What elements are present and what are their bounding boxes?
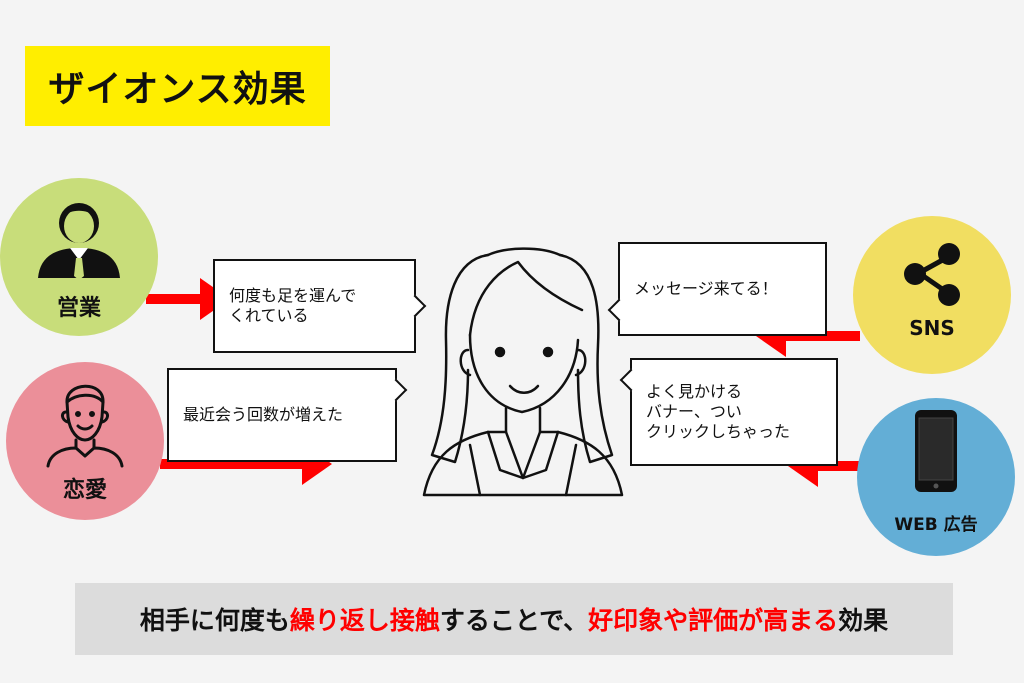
smartphone-icon <box>915 410 957 492</box>
summary-highlight-repeated-contact: 繰り返し接触 <box>289 606 440 635</box>
woman-icon <box>422 247 624 497</box>
romance-circle: 恋愛 <box>6 362 164 520</box>
bubble-sales-line2: くれている <box>229 306 309 325</box>
speech-bubble-sns: メッセージ来てる！ <box>607 242 827 336</box>
romance-label: 恋愛 <box>62 478 107 503</box>
summary-box: 相手に何度も繰り返し接触することで、好印象や評価が高まる効果 <box>75 583 953 655</box>
summary-highlight-impression: 好印象や評価が高まる <box>588 606 839 635</box>
bubble-sales-line1: 何度も足を運んで <box>229 286 357 305</box>
web-circle: WEB 広告 <box>857 398 1015 556</box>
sns-circle: SNS <box>853 216 1011 374</box>
sales-circle: 営業 <box>0 178 158 336</box>
speech-bubble-sales: 何度も足を運んで くれている <box>213 259 427 353</box>
web-label: WEB 広告 <box>894 515 978 535</box>
title-box: ザイオンス効果 <box>25 46 330 126</box>
bubble-web-line1: よく見かける <box>646 382 743 401</box>
summary-part5: 効果 <box>838 606 889 635</box>
summary-part3: することで、 <box>439 606 589 635</box>
share-icon <box>904 243 960 306</box>
bubble-romance-line1: 最近会う回数が増えた <box>183 405 344 424</box>
bubble-web-line3: クリックしちゃった <box>646 422 791 441</box>
sales-label: 営業 <box>56 296 101 321</box>
summary-part1: 相手に何度も <box>139 606 290 635</box>
sns-label: SNS <box>909 316 955 340</box>
speech-bubble-web: よく見かける バナー、つい クリックしちゃった <box>619 358 838 466</box>
speech-bubble-romance: 最近会う回数が増えた <box>167 368 408 462</box>
page-title: ザイオンス効果 <box>48 69 307 110</box>
man-icon <box>46 384 124 468</box>
businessman-icon <box>38 203 120 280</box>
bubble-web-line2: バナー、つい <box>646 402 742 421</box>
bubble-sns-line1: メッセージ来てる！ <box>634 279 778 298</box>
